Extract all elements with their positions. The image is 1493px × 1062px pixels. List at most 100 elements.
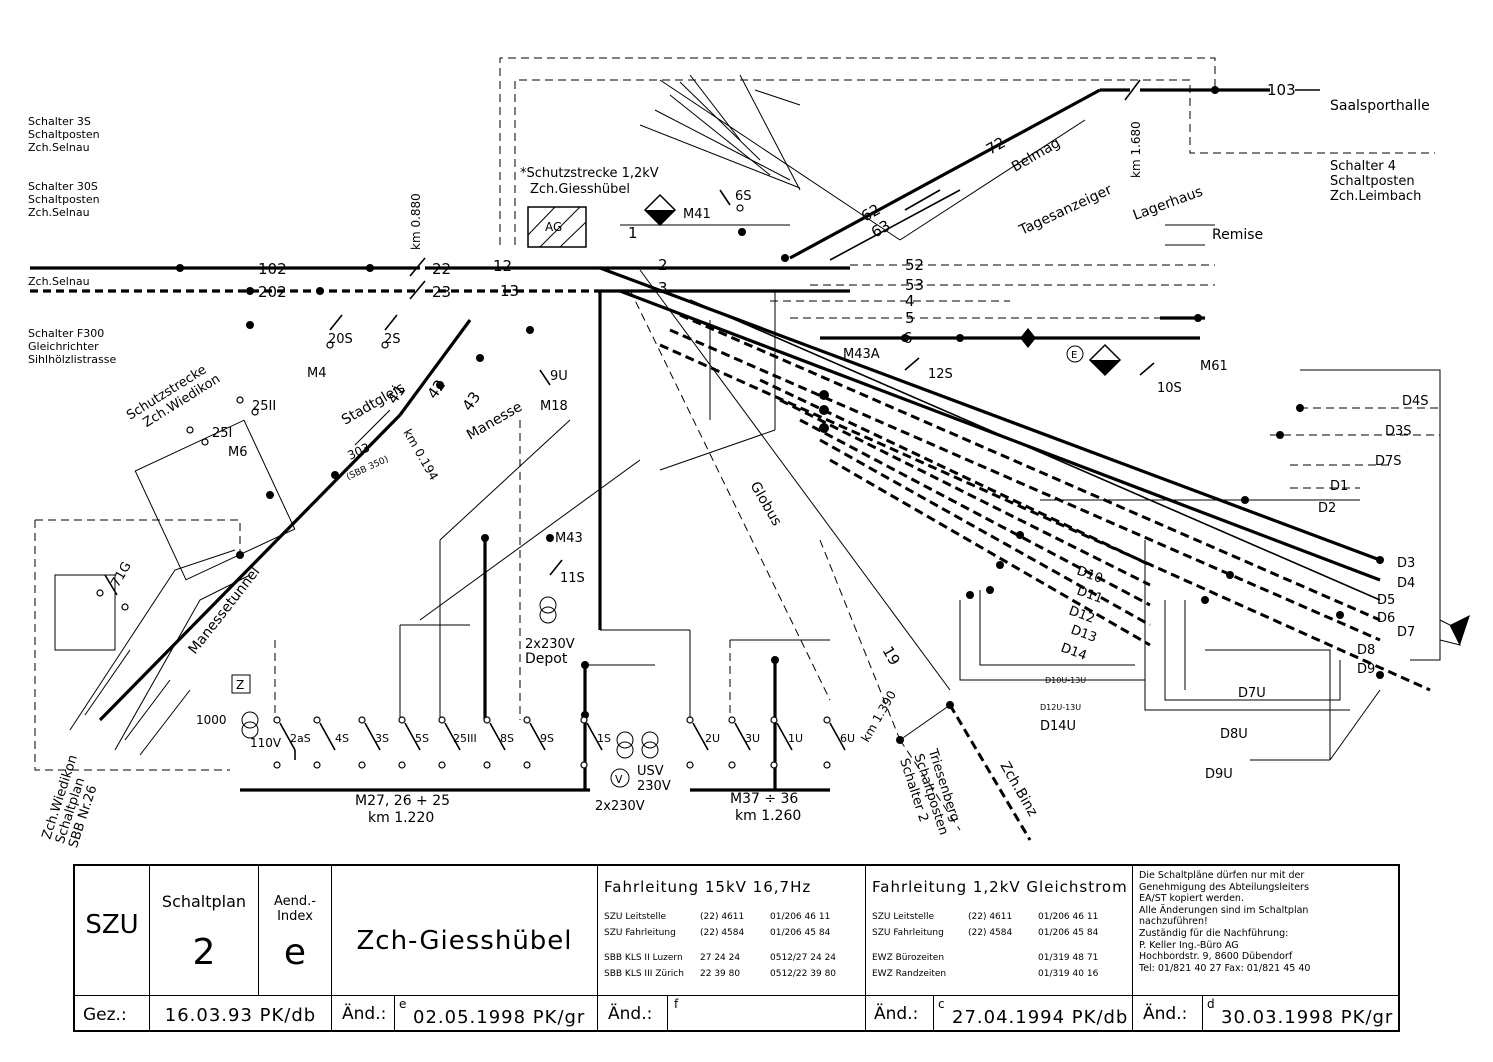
contact-name: SZU Fahrleitung: [604, 928, 676, 938]
and-d-value: 30.03.1998 PK/gr: [1221, 1007, 1394, 1028]
contact-phone: 01/206 45 84: [1038, 928, 1099, 938]
place-belmag: Belmag: [1009, 135, 1063, 175]
line-103-label: 103: [1267, 81, 1296, 99]
right-feeder-frames: [959, 369, 1441, 761]
km-0194: km 0.194: [400, 427, 441, 483]
junction-dots: [176, 86, 1384, 744]
feeder-d3: D3: [1397, 556, 1415, 571]
supply-ag: AG: [545, 220, 562, 234]
group-m27: M27, 26 + 25: [355, 793, 450, 809]
plan-number: 2: [192, 932, 216, 973]
bottom-busbar: [240, 269, 1032, 841]
notice-line: Alle Änderungen sind im Schaltplan: [1139, 904, 1309, 916]
note-schutzstrecke-giesshuebel: *Schutzstrecke 1,2kV Zch.Giesshübel: [520, 166, 663, 197]
place-globus: Globus: [747, 479, 785, 529]
bottom-switch-label: 1S: [597, 732, 611, 745]
contact-name: SBB KLS III Zürich: [604, 969, 684, 979]
notice-line: nachzuführen!: [1139, 916, 1208, 928]
km-303: 303: [345, 440, 372, 462]
place-depot: Depot: [525, 651, 568, 667]
contact-phone: 0512/27 24 24: [770, 953, 837, 963]
ac-heading: Fahrleitung 15kV 16,7Hz: [604, 878, 812, 896]
switch-symbols: [96, 189, 1470, 788]
label-43: 43: [459, 388, 485, 414]
title-block: SZU Schaltplan 2 Aend.-Index e Zch-Giess…: [73, 864, 1400, 1032]
notice-line: Genehmigung des Abteilungsleiters: [1139, 881, 1309, 893]
line-202-label: 202: [258, 283, 287, 301]
bottom-switch-label: 25III: [453, 732, 477, 745]
supply-usv: USV: [637, 764, 664, 779]
supply-2x230v: 2x230V: [595, 799, 645, 814]
place-zch-selnau: Zch.Selnau: [28, 275, 90, 288]
and-c-label: Änd.:: [874, 1004, 919, 1024]
plan-cell: Schaltplan 2: [150, 866, 259, 995]
contact-name: EWZ Bürozeiten: [872, 953, 945, 963]
and-e-label: Änd.:: [342, 1004, 387, 1024]
switch-9u: 9U: [550, 369, 568, 384]
bottom-switch-label: 1U: [788, 732, 803, 745]
and-d-value-cell: d 30.03.1998 PK/gr: [1203, 995, 1402, 1032]
switch-71g: 71G: [108, 559, 134, 590]
bottom-switch-label: 5S: [415, 732, 429, 745]
feeder-d1: D1: [1330, 479, 1348, 494]
contact-name: SZU Fahrleitung: [872, 928, 944, 938]
station-name: Zch-Giesshübel: [356, 926, 573, 956]
and-f-letter: f: [674, 997, 679, 1011]
main-lines: [30, 57, 1435, 340]
and-d-label-cell: Änd.:: [1133, 995, 1203, 1032]
contact-name: SZU Leitstelle: [872, 912, 935, 922]
switch-11s: 11S: [560, 571, 585, 586]
feeder-d5: D5: [1377, 593, 1395, 608]
gez-value: 16.03.93 PK/db: [164, 1005, 317, 1026]
and-f-label: Änd.:: [608, 1004, 653, 1024]
and-e-letter: e: [399, 997, 407, 1011]
motor-m4: M4: [307, 366, 327, 381]
supply-z: Z: [236, 678, 244, 692]
motor-m61: M61: [1200, 359, 1228, 374]
place-saalsporthalle: Saalsporthalle: [1330, 98, 1430, 114]
feeder-d6: D6: [1377, 611, 1395, 626]
line-5-label: 5: [905, 309, 915, 327]
notice-line: Zuständig für die Nachführung:: [1139, 927, 1289, 939]
note-schalter-4: Schalter 4 Schaltposten Zch.Leimbach: [1330, 159, 1421, 204]
switch-25i: 25I: [212, 426, 232, 441]
contact-phone: 0512/22 39 80: [770, 969, 837, 979]
index-value: e: [283, 932, 307, 973]
motor-m41: M41: [683, 207, 711, 222]
label-19: 19: [879, 643, 904, 669]
dc-heading: Fahrleitung 1,2kV Gleichstrom: [872, 878, 1128, 896]
contact-phone: 01/206 46 11: [1038, 912, 1099, 922]
bottom-switch-label: 3U: [745, 732, 760, 745]
switch-d3s: D3S: [1385, 424, 1412, 439]
contact-internal: (22) 4584: [968, 928, 1013, 938]
bottom-switch-label: 2aS: [290, 732, 311, 745]
switch-d14u: D14U: [1040, 719, 1076, 734]
group-labels: M27, 26 + 25 km 1.220 M37 ÷ 36 km 1.260 …: [196, 220, 1077, 826]
notice-line: Die Schaltpläne dürfen nur mit der: [1139, 870, 1305, 881]
contact-phone: 01/206 45 84: [770, 928, 831, 938]
group-m37: M37 ÷ 36: [730, 791, 798, 807]
and-e-label-cell: Änd.:: [332, 995, 395, 1032]
switch-d8u: D8U: [1220, 727, 1248, 742]
group-m27-km: km 1.220: [368, 810, 434, 826]
and-e-value: 02.05.1998 PK/gr: [413, 1007, 586, 1028]
note-wiedikon-plan: Zch.Wiedikon Schaltplan SBB Nr.26: [40, 749, 109, 850]
contact-internal: 22 39 80: [700, 969, 741, 979]
supply-110v: 110V: [250, 736, 282, 750]
feeder-d9: D9: [1357, 662, 1375, 677]
feeder-d13: D13: [1069, 623, 1099, 646]
switch-d12u: D12U-13U: [1040, 703, 1081, 712]
contact-phone: 01/206 46 11: [770, 912, 831, 922]
place-tagesanzeiger: Tagesanzeiger: [1016, 182, 1115, 239]
supply-v: V: [615, 773, 623, 786]
motor-labels: M4 M6 M18 M41 M43 M43A M61: [228, 207, 1228, 546]
and-c-value-cell: c 27.04.1994 PK/db: [934, 995, 1133, 1032]
note-schalter-3s: Schalter 3S Schaltposten Zch.Selnau: [28, 115, 103, 154]
switch-25ii: 25II: [252, 399, 276, 414]
line-6-label: 6: [903, 329, 913, 347]
